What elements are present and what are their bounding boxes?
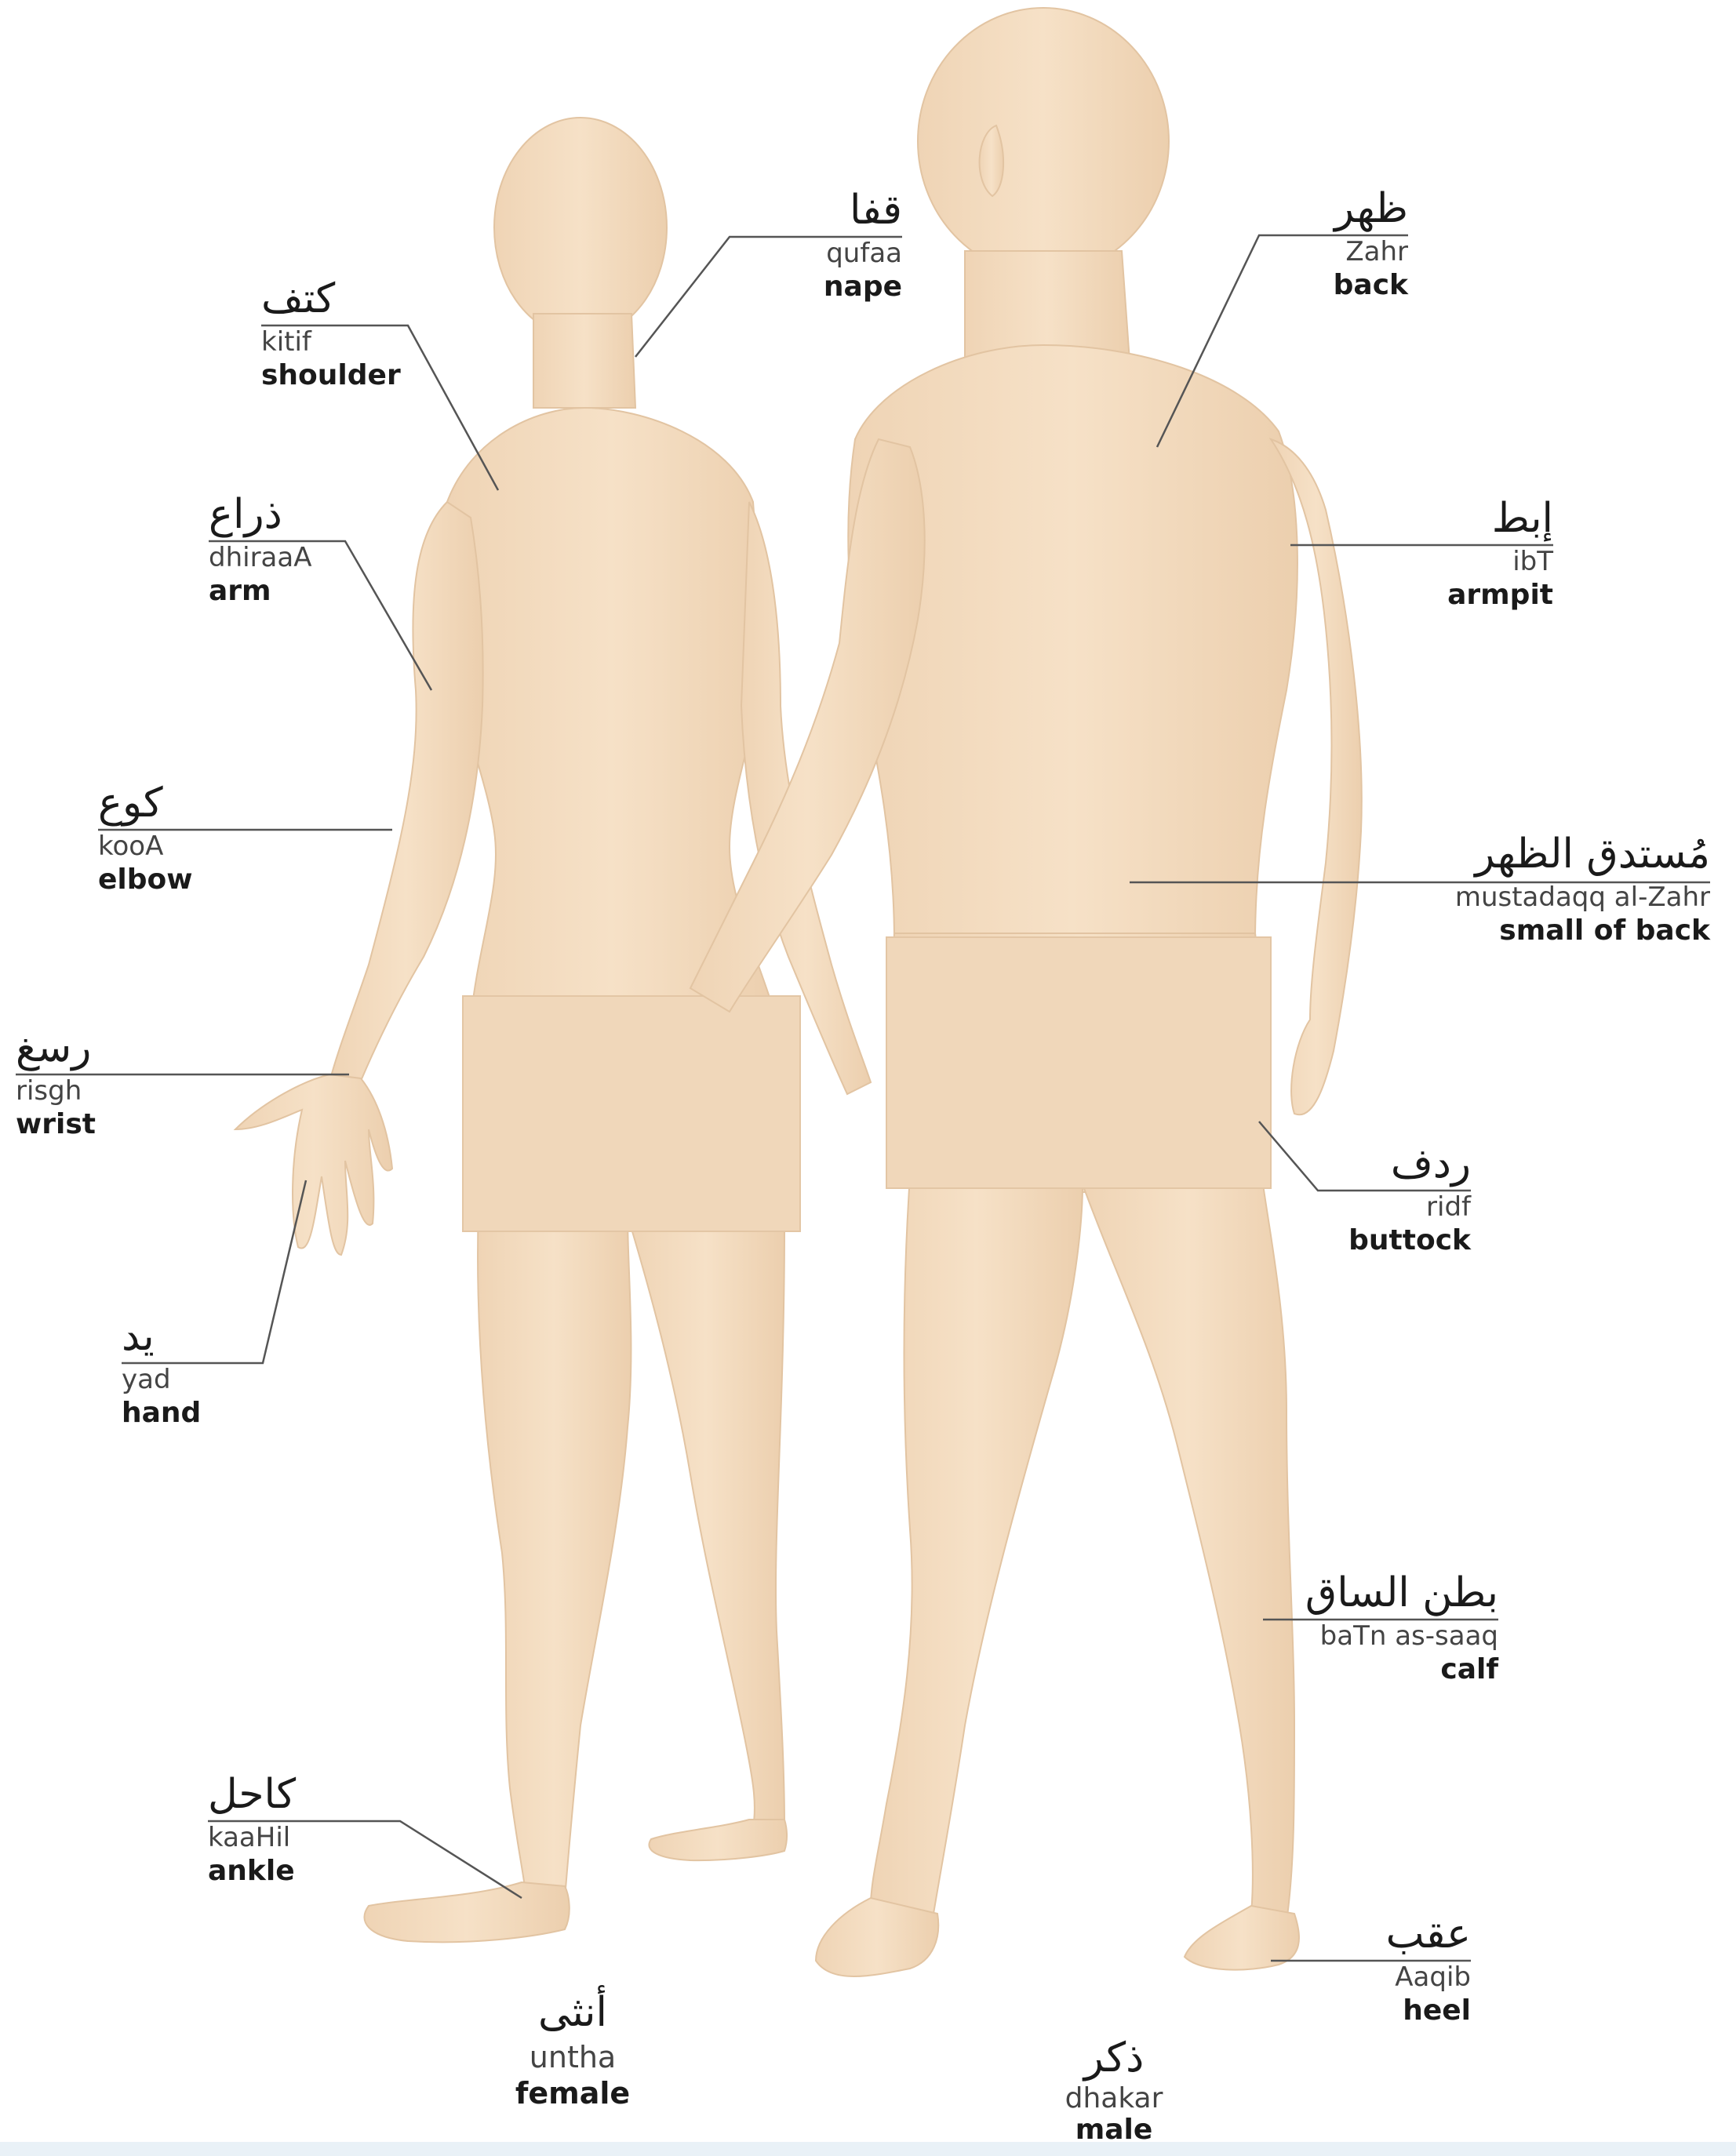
label-back: ظهر Zahr back (1334, 188, 1408, 300)
label-hand-english: hand (122, 1399, 201, 1427)
label-shoulder-transliteration: kitif (261, 329, 401, 355)
label-heel-transliteration: Aaqib (1386, 1964, 1471, 1991)
label-nape-english: nape (824, 273, 902, 301)
label-calf-arabic: بطن الساق (1305, 1572, 1498, 1613)
label-elbow: كوع kooA elbow (98, 783, 193, 894)
label-shoulder: كتف kitif shoulder (261, 278, 401, 390)
male-torso (848, 345, 1297, 941)
female-left-foot (364, 1882, 569, 1942)
label-calf-transliteration: baTn as-saaq (1305, 1623, 1498, 1649)
male-right-leg (1083, 1184, 1294, 1921)
male-cover (886, 937, 1271, 1188)
label-small-of-back-english: small of back (1455, 917, 1710, 945)
label-calf-english: calf (1305, 1656, 1498, 1684)
label-buttock-transliteration: ridf (1348, 1194, 1471, 1220)
label-hand-arabic: يد (122, 1316, 201, 1357)
label-nape-arabic: قفا (824, 190, 902, 231)
female-left-leg (478, 1208, 631, 1898)
label-buttock-arabic: ردف (1348, 1143, 1471, 1184)
label-small-of-back-transliteration: mustadaqq al-Zahr (1455, 884, 1710, 911)
label-arm-transliteration: dhiraaA (209, 544, 311, 571)
label-hand-transliteration: yad (122, 1366, 201, 1393)
label-back-english: back (1334, 271, 1408, 300)
label-wrist-arabic: رسغ (16, 1027, 96, 1068)
label-nape: قفا qufaa nape (824, 190, 902, 301)
figure-name-female-transliteration: untha (490, 2042, 655, 2072)
male-left-leg (871, 1176, 1083, 1914)
label-back-arabic: ظهر (1334, 188, 1408, 229)
label-small-of-back-arabic: مُستدق الظهر (1455, 834, 1710, 874)
label-ankle: كاحل kaaHil ankle (208, 1774, 296, 1885)
figure-name-female-english: female (490, 2078, 655, 2108)
label-shoulder-arabic: كتف (261, 278, 401, 319)
label-arm-arabic: ذراع (209, 494, 311, 535)
female-head (494, 118, 667, 337)
male-neck (965, 251, 1130, 361)
label-wrist: رسغ risgh wrist (16, 1027, 96, 1139)
label-elbow-transliteration: kooA (98, 833, 193, 860)
label-arm: ذراع dhiraaA arm (209, 494, 311, 605)
figure-name-male-english: male (1039, 2116, 1188, 2144)
male-head (918, 8, 1169, 274)
label-armpit-transliteration: ibT (1447, 548, 1553, 575)
label-buttock-english: buttock (1348, 1227, 1471, 1255)
label-calf: بطن الساق baTn as-saaq calf (1305, 1572, 1498, 1684)
figure-name-male-transliteration: dhakar (1039, 2085, 1188, 2113)
figure-name-male-arabic: ذكر (1039, 2038, 1188, 2078)
label-small-of-back: مُستدق الظهر mustadaqq al-Zahr small of … (1455, 834, 1710, 945)
figure-name-male: ذكر dhakar male (1039, 2038, 1188, 2144)
label-armpit-english: armpit (1447, 581, 1553, 609)
label-ankle-english: ankle (208, 1857, 296, 1885)
label-buttock: ردف ridf buttock (1348, 1143, 1471, 1255)
female-cover (463, 996, 800, 1231)
label-nape-transliteration: qufaa (824, 240, 902, 267)
female-neck (533, 314, 635, 408)
label-armpit-arabic: إبط (1447, 498, 1553, 539)
label-heel-arabic: عقب (1386, 1914, 1471, 1954)
figure-name-female: أنثى untha female (490, 1992, 655, 2108)
label-heel: عقب Aaqib heel (1386, 1914, 1471, 2025)
label-back-transliteration: Zahr (1334, 238, 1408, 265)
male-left-foot (816, 1898, 938, 1976)
label-elbow-english: elbow (98, 866, 193, 894)
label-ankle-transliteration: kaaHil (208, 1824, 296, 1851)
female-right-foot (649, 1820, 787, 1860)
label-armpit: إبط ibT armpit (1447, 498, 1553, 609)
label-shoulder-english: shoulder (261, 362, 401, 390)
label-wrist-transliteration: risgh (16, 1078, 96, 1104)
label-wrist-english: wrist (16, 1111, 96, 1139)
female-left-hand (235, 1074, 392, 1255)
label-arm-english: arm (209, 577, 311, 605)
label-hand: يد yad hand (122, 1316, 201, 1427)
figure-name-female-arabic: أنثى (490, 1992, 655, 2033)
female-left-arm (329, 502, 483, 1090)
label-heel-english: heel (1386, 1997, 1471, 2025)
female-right-leg (628, 1216, 784, 1827)
bottom-border-strip (0, 2142, 1736, 2156)
label-ankle-arabic: كاحل (208, 1774, 296, 1815)
label-elbow-arabic: كوع (98, 783, 193, 823)
